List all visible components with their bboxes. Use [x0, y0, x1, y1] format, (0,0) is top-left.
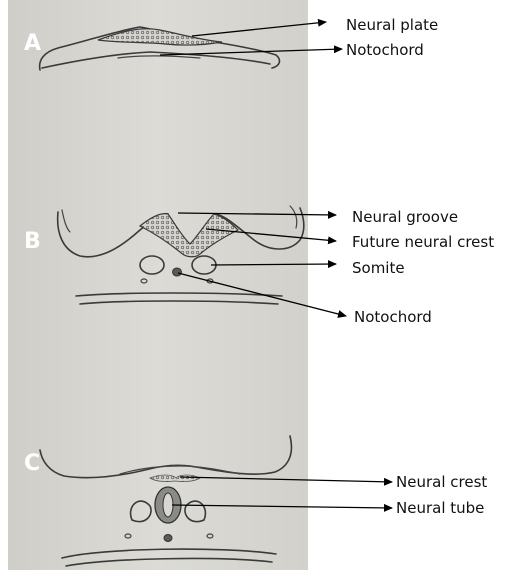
panel-c-neural-tube-lumen [163, 493, 173, 517]
label-notochord-b: Notochord [354, 308, 432, 326]
sketch-paper [8, 0, 308, 570]
label-notochord-a: Notochord [346, 41, 424, 59]
panel-c-letter: C [24, 451, 40, 476]
label-somite: Somite [352, 259, 405, 277]
label-future-neural-crest: Future neural crest [352, 233, 494, 251]
panel-b-letter: B [24, 229, 41, 254]
label-neural-plate: Neural plate [346, 16, 438, 34]
label-neural-crest: Neural crest [396, 473, 487, 491]
panel-c-notochord-shape [164, 535, 172, 542]
label-neural-tube: Neural tube [396, 499, 484, 517]
panel-b-notochord-shape [173, 268, 182, 276]
panel-a-letter: A [24, 31, 41, 56]
label-neural-groove: Neural groove [352, 208, 458, 226]
